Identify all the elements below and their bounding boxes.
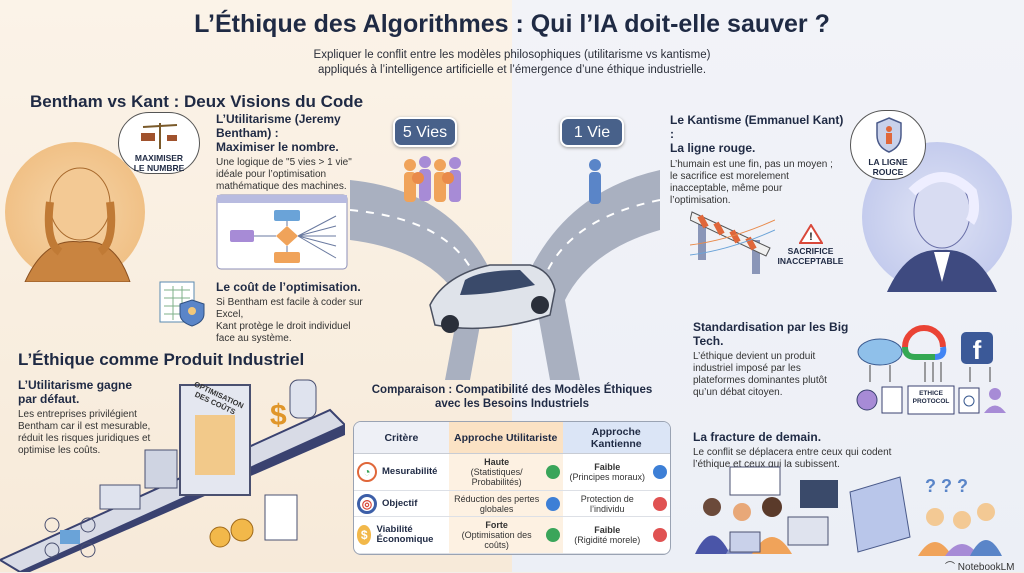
document-icon (881, 386, 903, 414)
big-tech-platforms-diagram: f (856, 325, 1006, 415)
utilitarianism-wins-block: L’Utilitarisme gagne par défaut. Les ent… (18, 378, 151, 456)
dollar-sign-icon: $ (270, 399, 287, 432)
shield-person-icon (876, 117, 902, 153)
table-row: ◎Objectif Réduction des pertes globales … (354, 490, 670, 518)
kantism-block: Le Kantisme (Emmanuel Kant) : La ligne r… (670, 113, 844, 206)
kant-figure-icon (887, 172, 997, 292)
table-row: ◔Mesurabilité Haute(Statistiques/ Probab… (354, 453, 670, 492)
money-hand-icon: $ (357, 525, 372, 546)
subtitle: Expliquer le conflit entre les modèles p… (313, 49, 711, 76)
gear-cube-icon (856, 389, 878, 411)
svg-text:!: ! (809, 231, 813, 243)
svg-text:? ? ?: ? ? ? (925, 476, 968, 496)
single-person-icon (589, 159, 601, 204)
five-lives-badge: 5 Vies (393, 117, 457, 147)
ethics-screen-icon (849, 476, 911, 553)
gauge-icon: ◔ (357, 462, 377, 483)
page-title: L’Éthique des Algorithmes : Qui l’IA doi… (194, 10, 830, 38)
flowchart-window-icon (216, 194, 348, 270)
warning-triangle-icon: ! (797, 223, 824, 244)
crossroads-illustration (350, 156, 660, 380)
status-dot-green (545, 465, 560, 480)
notebooklm-logo-icon: ⌒ (945, 562, 958, 573)
facebook-icon: f (961, 332, 993, 365)
status-dot-green (545, 528, 560, 543)
confused-people-icon: ? ? ? (918, 476, 1002, 556)
utilitarianism-block: L’Utilitarisme (Jeremy Bentham) : Maximi… (216, 112, 352, 192)
scale-icon (141, 123, 178, 149)
comparison-title: Comparaison : Compatibilité des Modèles … (371, 384, 653, 410)
section-title-bentham-kant: Bentham vs Kant : Deux Visions du Code (30, 92, 364, 111)
notebooklm-brand: ⌒ NotebookLM (945, 562, 1015, 573)
big-tech-block: Standardisation par les Big Tech. L’éthi… (693, 320, 849, 398)
group-of-five-people-icon (404, 156, 461, 202)
cloud-icon (857, 338, 903, 366)
coders-group-icon (695, 466, 838, 554)
optimization-cost-block: Le coût de l’optimisation. Si Bentham es… (216, 280, 363, 344)
table-row: $Viabilité Économique Forte(Optimisation… (354, 516, 670, 554)
bentham-figure-icon (24, 167, 131, 283)
header-criterion: Critère (354, 422, 449, 455)
bentham-portrait (5, 142, 145, 283)
header-utilitarian: Approche Utilitariste (448, 422, 563, 455)
target-icon: ◎ (357, 493, 377, 514)
google-cloud-icon (902, 325, 947, 360)
status-dot-blue (653, 465, 667, 480)
section-title-industrial: L’Éthique comme Produit Industriel (18, 350, 305, 369)
barrier-icon (690, 211, 775, 274)
conveyor-belt-illustration: $ (0, 379, 345, 572)
user-icon (984, 388, 1006, 413)
drone-icon (44, 517, 96, 558)
svg-text:f: f (973, 335, 982, 365)
autonomous-car-icon (429, 264, 556, 333)
status-dot-red (653, 528, 667, 543)
fracture-block: La fracture de demain. Le conflit se dép… (693, 430, 892, 470)
spreadsheet-shield-icon (159, 281, 205, 327)
header-kantian: Approche Kantienne (562, 422, 670, 455)
status-dot-red (653, 496, 667, 511)
status-dot-blue (545, 496, 560, 511)
settings-document-icon (958, 387, 980, 414)
one-life-badge: 1 Vie (560, 117, 624, 147)
coders-vs-users-illustration: ? ? ? (695, 466, 1002, 556)
